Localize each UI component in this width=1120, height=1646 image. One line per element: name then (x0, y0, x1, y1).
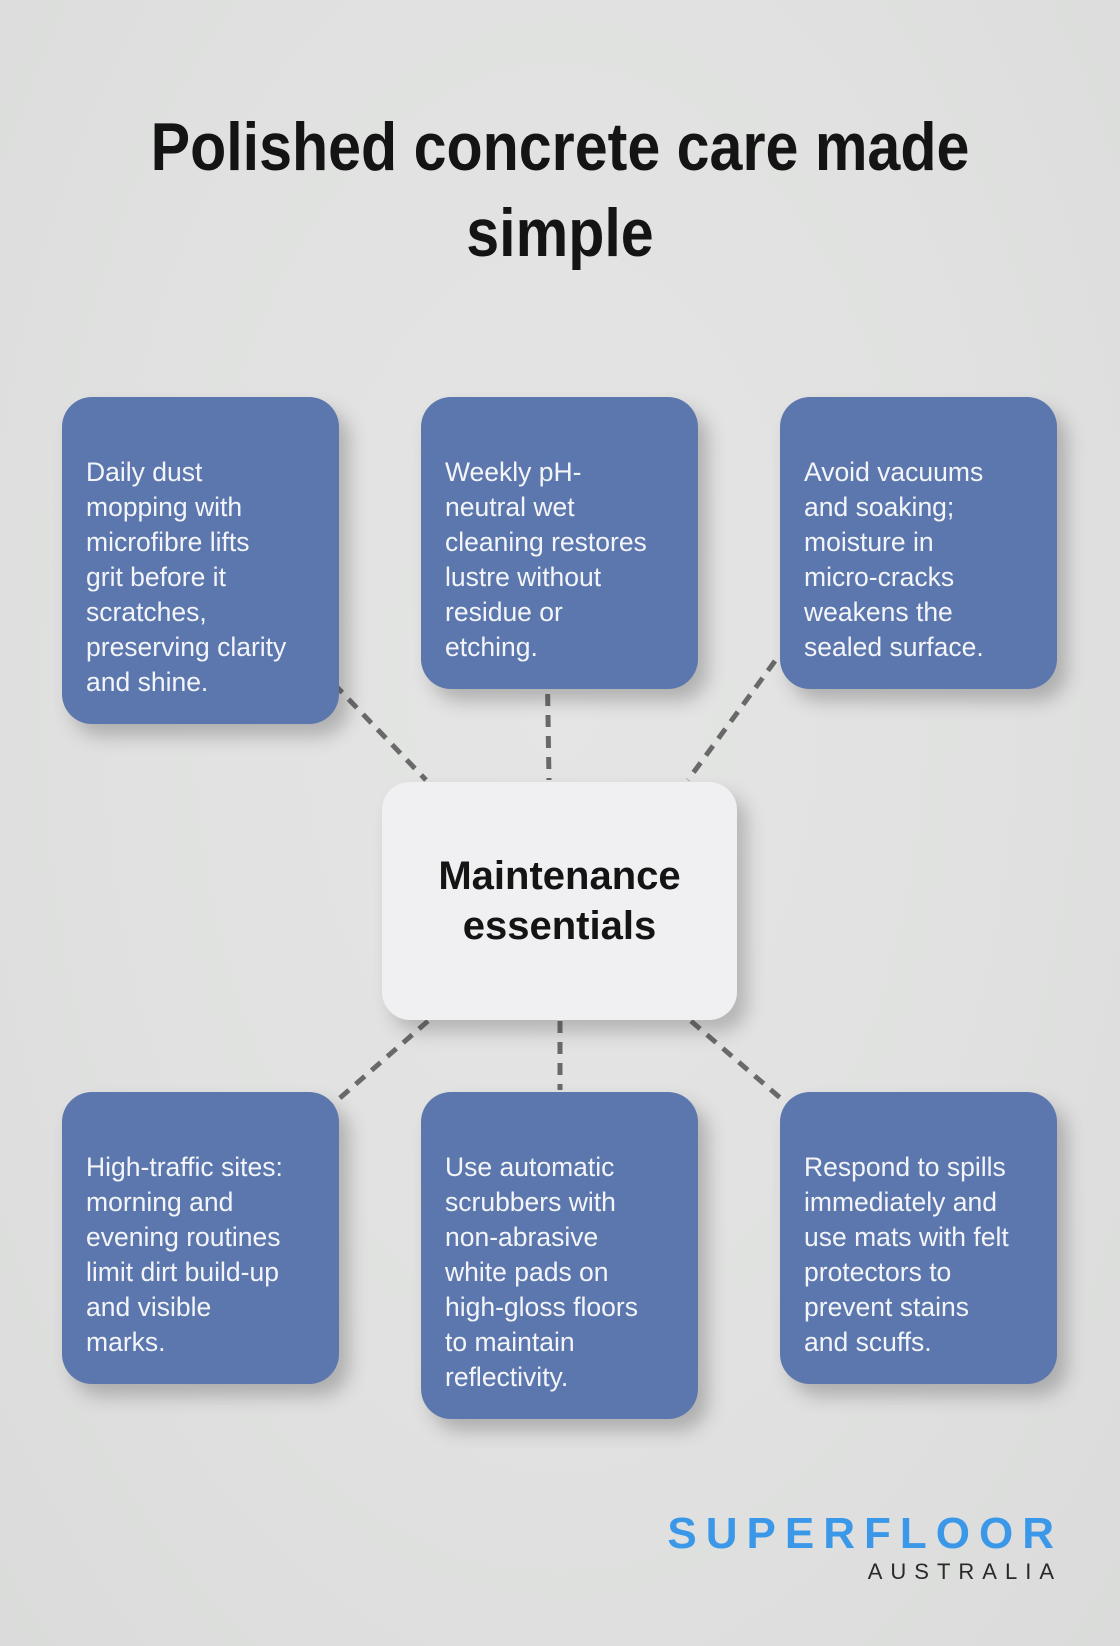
center-node-label: Maintenance essentials (438, 854, 681, 948)
node-bottom-left-text: High-traffic sites: morning and evening … (86, 1152, 283, 1357)
node-bottom-right-text: Respond to spills immediately and use ma… (804, 1152, 1009, 1357)
center-node: Maintenance essentials (382, 782, 737, 1020)
node-top-right-text: Avoid vacuums and soaking; moisture in m… (804, 457, 984, 662)
connector-bottom-left (331, 1019, 430, 1106)
connector-top-left (332, 682, 428, 782)
node-bottom-left: High-traffic sites: morning and evening … (62, 1092, 339, 1384)
node-bottom-middle-text: Use automatic scrubbers with non-abrasiv… (445, 1152, 638, 1392)
brand-logo-subtitle: AUSTRALIA (867, 1559, 1062, 1584)
node-top-middle: Weekly pH- neutral wet cleaning restores… (421, 397, 698, 689)
node-bottom-middle: Use automatic scrubbers with non-abrasiv… (421, 1092, 698, 1419)
node-top-right: Avoid vacuums and soaking; moisture in m… (780, 397, 1057, 689)
node-top-left: Daily dust mopping with microfibre lifts… (62, 397, 339, 724)
page-title: Polished concrete care made simple (150, 109, 970, 271)
node-top-middle-text: Weekly pH- neutral wet cleaning restores… (445, 457, 647, 662)
brand-logo: SUPERFLOOR AUSTRALIA (667, 1512, 1054, 1584)
connector-bottom-right (689, 1019, 787, 1104)
node-bottom-right: Respond to spills immediately and use ma… (780, 1092, 1057, 1384)
brand-logo-name: SUPERFLOOR (667, 1509, 1063, 1558)
connector-top-right (685, 659, 778, 782)
node-top-left-text: Daily dust mopping with microfibre lifts… (86, 457, 287, 697)
